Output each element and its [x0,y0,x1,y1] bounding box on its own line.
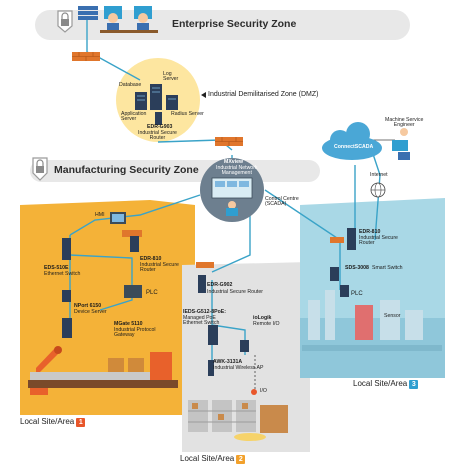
site3-number: 3 [409,380,419,389]
monitor-icon [110,212,126,224]
router-icon [347,228,356,250]
io-label: I/O [260,388,267,394]
site2-number: 2 [236,455,246,464]
firewall-icon [122,230,142,237]
sensor-label: Sensor [384,313,401,319]
firewall-icon [72,52,100,61]
dmz-arrow [201,92,206,98]
dmz-router-name: EDR-G903 [147,124,173,130]
switch-icon [330,267,349,297]
mxview-desc: Industrial Network Management [216,165,258,177]
enterprise-zone-title: Enterprise Security Zone [172,18,297,30]
firewall-icon [215,137,243,146]
mgate-name: MGate 5110 [114,321,143,327]
site2-edr-desc: Industrial Secure Router [207,289,263,295]
sds-desc: Smart Switch [372,265,403,271]
mgate-desc: Industrial Protocol Gateway [114,327,156,339]
server-icon [135,84,178,110]
shield-icon [32,157,48,181]
site3-plc-label: PLC [351,291,363,297]
iologik-desc: Remote I/O [253,321,280,327]
hmi-label: HMI [95,212,105,218]
radius-server-label: Radius Server [171,111,204,117]
monitor-icon [392,128,410,160]
router-icon [198,275,206,293]
site1-plc-label: PLC [146,290,158,296]
dmz-zone-title: Industrial Demilitarised Zone (DMZ) [208,91,319,98]
eds510e-desc: Ethernet Switch [44,271,81,277]
enterprise-office-icon [78,6,158,33]
log-server-label: Log Server [163,71,179,83]
factory-silhouette [302,290,442,351]
monitor-icon [211,177,253,216]
site3-edr-desc: Industrial Secure Router [359,235,398,247]
eds510e-name: EDS-510E [44,265,69,271]
nport-desc: Device Server [74,309,107,315]
iologik-name: ioLogik [253,315,272,321]
cloud-icon [322,122,382,160]
mxview-name: MXview [224,159,244,165]
warehouse-shelves [188,400,288,441]
conveyor [28,352,178,388]
lock-icon [57,10,73,33]
engineer-label: Machine Service Engineer [385,117,424,129]
awk-name: AWK-3131A [213,359,243,365]
site1-edr-desc: Industrial Secure Router [140,262,179,274]
database-label: Database [119,82,142,88]
awk-desc: Industrial Wireless AP [213,365,264,371]
manufacturing-zone-title: Manufacturing Security Zone [54,164,199,176]
site2-eds-desc: Managed PoE Ethernet Switch [183,315,220,327]
site1-number: 1 [76,418,86,427]
app-server-label: Application Server [121,111,147,123]
sds-name: SDS-3008 [345,265,369,271]
router-icon [155,112,162,125]
internet-label: Internet [370,172,388,178]
control-centre-label: Control Centre (SCADA) [265,196,299,208]
site1-edr-name: EDR-810 [140,256,162,262]
site3-edr-name: EDR-810 [359,229,381,235]
site2-eds-name: IEDS-G512-8PoE: [183,309,226,315]
dmz-router-desc: Industrial Secure Router [138,130,177,142]
switch-icon [62,236,142,338]
switch-icon [208,325,249,376]
site2-edr-name: EDR-G902 [207,282,233,288]
io-dot [251,389,257,395]
firewall-icon [196,262,214,268]
globe-icon [370,182,386,198]
firewall-icon [330,237,344,243]
cloud-label: ConnectSCADA [334,144,374,150]
nport-name: NPort 6150 [74,303,102,309]
